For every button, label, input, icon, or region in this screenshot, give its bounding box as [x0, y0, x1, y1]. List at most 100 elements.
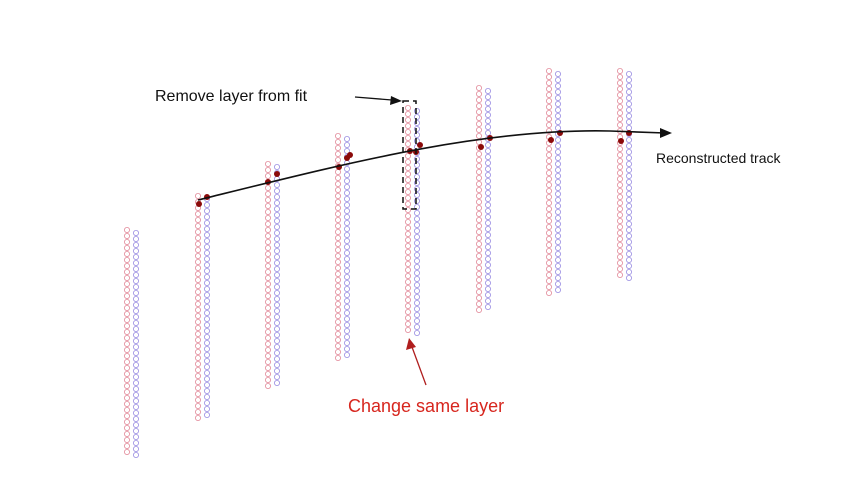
drift-tube: [484, 285, 491, 292]
drift-tube: [132, 451, 139, 458]
drift-tube: [264, 280, 271, 287]
detector-layer: [334, 132, 350, 361]
drift-tube: [273, 217, 280, 224]
drift-tube: [484, 201, 491, 208]
drift-tube: [264, 292, 271, 299]
drift-tube: [264, 190, 271, 197]
drift-tube: [475, 127, 482, 134]
drift-tube: [626, 250, 633, 257]
drift-tube: [546, 271, 553, 278]
drift-tube: [626, 89, 633, 96]
drift-tube: [343, 297, 350, 304]
drift-tube: [617, 104, 624, 111]
drift-tube: [264, 322, 271, 329]
drift-tube: [546, 122, 553, 129]
drift-tube: [343, 177, 350, 184]
drift-tube: [484, 88, 491, 95]
drift-tube: [404, 272, 411, 279]
drift-tube: [484, 255, 491, 262]
drift-tube: [617, 193, 624, 200]
drift-tube: [413, 281, 420, 288]
drift-tube: [617, 157, 624, 164]
drift-tube: [546, 229, 553, 236]
drift-tube: [132, 361, 139, 368]
drift-tube: [404, 230, 411, 237]
drift-tube: [264, 172, 271, 179]
detector-layer: [475, 85, 491, 313]
drift-tube: [124, 412, 131, 419]
drift-tube: [132, 277, 139, 284]
drift-tube: [203, 381, 210, 388]
drift-tube: [334, 210, 341, 217]
drift-tube: [404, 128, 411, 135]
drift-tube: [264, 256, 271, 263]
drift-tube: [203, 333, 210, 340]
drift-tube: [343, 321, 350, 328]
drift-tube: [194, 384, 201, 391]
drift-tube: [132, 397, 139, 404]
drift-tube: [404, 296, 411, 303]
drift-tube: [132, 295, 139, 302]
drift-tube: [334, 174, 341, 181]
drift-tube: [475, 282, 482, 289]
drift-tube: [617, 151, 624, 158]
drift-tube: [194, 396, 201, 403]
drift-tube: [475, 103, 482, 110]
drift-tube: [343, 261, 350, 268]
drift-tube: [484, 237, 491, 244]
drift-tube: [617, 145, 624, 152]
drift-tube: [475, 258, 482, 265]
drift-tube: [334, 324, 341, 331]
drift-tube: [546, 92, 553, 99]
drift-tube: [132, 373, 139, 380]
drift-tube: [343, 255, 350, 262]
drift-tube: [132, 403, 139, 410]
detector-layer: [404, 105, 420, 336]
drift-tube: [546, 259, 553, 266]
drift-tube: [626, 71, 633, 78]
drift-tube: [555, 71, 562, 78]
drift-tube: [404, 194, 411, 201]
drift-tube: [475, 150, 482, 157]
drift-tube: [626, 148, 633, 155]
drift-tube: [273, 307, 280, 314]
drift-tube: [343, 219, 350, 226]
drift-tube: [555, 172, 562, 179]
drift-tube: [124, 358, 131, 365]
drift-tube: [264, 298, 271, 305]
drift-tube: [546, 110, 553, 117]
drift-tube: [413, 233, 420, 240]
drift-tube: [132, 445, 139, 452]
drift-tube: [124, 280, 131, 287]
drift-tube: [626, 256, 633, 263]
hit-point: [274, 171, 280, 177]
drift-tube: [194, 342, 201, 349]
drift-tube: [273, 349, 280, 356]
drift-tube: [264, 358, 271, 365]
drift-tube: [617, 110, 624, 117]
drift-tube: [546, 116, 553, 123]
drift-tube: [124, 334, 131, 341]
drift-tube: [413, 191, 420, 198]
drift-tube: [273, 163, 280, 170]
drift-tube: [413, 173, 420, 180]
drift-tube: [546, 247, 553, 254]
drift-tube: [413, 108, 420, 115]
drift-tube: [626, 178, 633, 185]
drift-tube: [203, 411, 210, 418]
drift-tube: [484, 147, 491, 154]
drift-tube: [334, 246, 341, 253]
drift-tube: [626, 166, 633, 173]
drift-tube: [124, 256, 131, 263]
drift-tube: [124, 322, 131, 329]
detector-layer: [194, 192, 210, 421]
drift-tube: [475, 210, 482, 217]
drift-tube: [343, 207, 350, 214]
drift-tube: [124, 442, 131, 449]
drift-tube: [475, 198, 482, 205]
drift-tube: [404, 236, 411, 243]
drift-tube: [264, 244, 271, 251]
drift-tube: [273, 325, 280, 332]
drift-tube: [404, 254, 411, 261]
drift-tube: [194, 282, 201, 289]
